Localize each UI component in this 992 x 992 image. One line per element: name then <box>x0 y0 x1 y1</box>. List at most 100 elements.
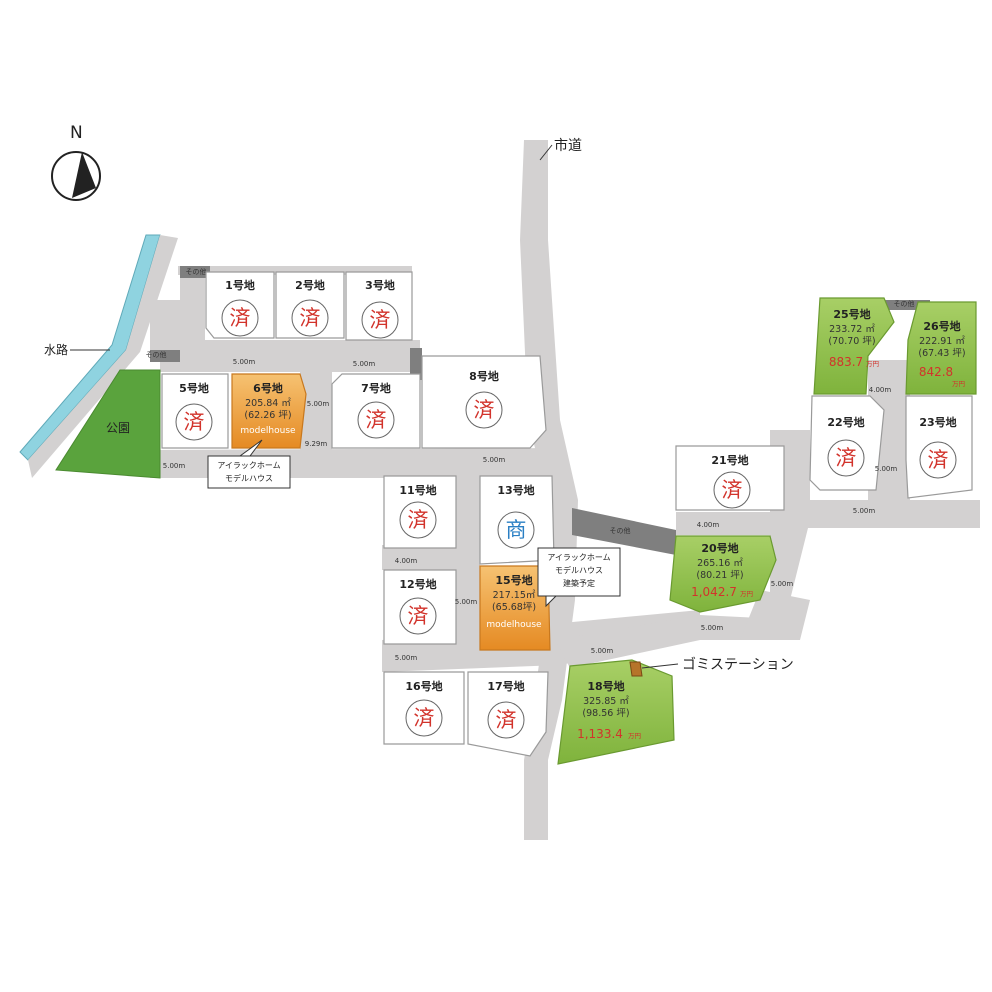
other-strip-2 <box>150 350 180 362</box>
svg-text:7号地: 7号地 <box>361 381 391 395</box>
svg-text:済: 済 <box>496 708 517 732</box>
sold-stamp-icon: 済 <box>827 439 865 477</box>
svg-text:2号地: 2号地 <box>295 278 325 292</box>
lot-26[interactable]: 26号地 222.91 ㎡ (67.43 坪) 842.8 万円 <box>905 301 977 395</box>
business-stamp-icon: 商 <box>497 511 535 549</box>
svg-text:21号地: 21号地 <box>711 453 748 467</box>
road-width-label: 5.00m <box>771 580 794 588</box>
svg-text:3号地: 3号地 <box>365 278 395 292</box>
other-label-3: その他 <box>610 526 631 535</box>
svg-text:アイラックホーム: アイラックホーム <box>217 461 280 470</box>
svg-text:842.8: 842.8 <box>919 365 953 379</box>
svg-text:205.84 ㎡: 205.84 ㎡ <box>245 398 291 409</box>
garbage-station <box>629 661 643 677</box>
sold-stamp-icon: 済 <box>361 301 399 339</box>
svg-text:(98.56 坪): (98.56 坪) <box>582 707 629 719</box>
sold-stamp-icon: 済 <box>175 403 213 441</box>
road-width-label: 5.00m <box>591 647 614 655</box>
svg-text:済: 済 <box>370 308 391 332</box>
road-width-label: 5.00m <box>395 654 418 662</box>
other-label-4: その他 <box>894 299 915 308</box>
modelhouse-label-15: modelhouse <box>486 620 542 630</box>
waterway-bank <box>28 235 178 478</box>
north-compass-icon: N <box>51 123 101 201</box>
road-width-label: 5.00m <box>853 507 876 515</box>
lot-6[interactable]: 6号地 205.84 ㎡ (62.26 坪) modelhouse <box>231 373 307 449</box>
svg-text:16号地: 16号地 <box>405 679 442 693</box>
sold-stamp-icon: 済 <box>919 441 957 479</box>
road-width-label: 4.00m <box>697 521 720 529</box>
road-width-label: 4.00m <box>869 386 892 394</box>
svg-text:モデルハウス: モデルハウス <box>225 473 273 483</box>
svg-text:12号地: 12号地 <box>399 577 436 591</box>
svg-text:建築予定: 建築予定 <box>563 578 595 588</box>
svg-text:13号地: 13号地 <box>497 483 534 497</box>
other-strip-1 <box>180 266 210 278</box>
svg-text:済: 済 <box>722 478 743 502</box>
svg-text:済: 済 <box>408 604 429 628</box>
svg-text:1,042.7: 1,042.7 <box>691 585 737 599</box>
other-label-1: その他 <box>186 267 207 276</box>
road-width-label: 5.00m <box>353 360 376 368</box>
park <box>55 369 161 479</box>
lot-25[interactable]: 25号地 233.72 ㎡ (70.70 坪) 883.7 万円 <box>813 297 895 395</box>
svg-text:23号地: 23号地 <box>919 415 956 429</box>
svg-text:(70.70 坪): (70.70 坪) <box>828 335 875 347</box>
lot-15[interactable]: 15号地 217.15㎡ (65.68坪) modelhouse <box>479 565 551 651</box>
svg-text:済: 済 <box>300 306 321 330</box>
callout-modelhouse-6: アイラックホーム モデルハウス <box>207 439 291 489</box>
svg-text:(80.21 坪): (80.21 坪) <box>696 569 743 581</box>
sold-stamp-icon: 済 <box>291 299 329 337</box>
svg-text:万円: 万円 <box>952 380 965 388</box>
svg-text:済: 済 <box>408 508 429 532</box>
svg-text:(65.68坪): (65.68坪) <box>492 601 536 613</box>
svg-text:22号地: 22号地 <box>827 415 864 429</box>
park-label: 公園 <box>106 421 130 435</box>
svg-text:883.7: 883.7 <box>829 355 863 369</box>
road-width-label: 5.00m <box>233 358 256 366</box>
lot-18[interactable]: 18号地 325.85 ㎡ (98.56 坪) 1,133.4 万円 <box>557 659 675 765</box>
svg-text:20号地: 20号地 <box>701 541 738 555</box>
svg-text:済: 済 <box>928 448 949 472</box>
svg-text:アイラックホーム: アイラックホーム <box>547 553 610 562</box>
sold-stamp-icon: 済 <box>399 501 437 539</box>
svg-text:5号地: 5号地 <box>179 381 209 395</box>
sold-stamp-icon: 済 <box>465 391 503 429</box>
svg-text:18号地: 18号地 <box>587 679 624 693</box>
road-width-label: 5.00m <box>307 400 330 408</box>
city-road-leader <box>539 144 553 161</box>
svg-text:万円: 万円 <box>866 360 879 368</box>
svg-text:(62.26 坪): (62.26 坪) <box>244 409 291 421</box>
svg-text:(67.43 坪): (67.43 坪) <box>918 347 965 359</box>
svg-text:26号地: 26号地 <box>923 319 960 333</box>
modelhouse-label-6: modelhouse <box>240 426 296 436</box>
callout-modelhouse-15: アイラックホーム モデルハウス 建築予定 <box>537 547 621 608</box>
svg-text:265.16 ㎡: 265.16 ㎡ <box>697 558 743 569</box>
sold-stamp-icon: 済 <box>221 299 259 337</box>
garbage-station-label: ゴミステーション <box>682 656 794 673</box>
sold-stamp-icon: 済 <box>357 401 395 439</box>
svg-text:17号地: 17号地 <box>487 679 524 693</box>
road-width-label: 9.29m <box>305 440 328 448</box>
road-width-label: 5.00m <box>483 456 506 464</box>
road-width-label: 5.00m <box>163 462 186 470</box>
sold-stamp-icon: 済 <box>487 701 525 739</box>
road-width-label: 4.00m <box>395 557 418 565</box>
other-label-2: その他 <box>146 350 167 359</box>
svg-text:万円: 万円 <box>740 590 753 598</box>
road-width-label: 5.00m <box>701 624 724 632</box>
svg-text:済: 済 <box>836 446 857 470</box>
svg-text:万円: 万円 <box>628 732 641 740</box>
svg-text:233.72 ㎡: 233.72 ㎡ <box>829 324 875 335</box>
svg-text:325.85 ㎡: 325.85 ㎡ <box>583 696 629 707</box>
svg-text:11号地: 11号地 <box>399 483 436 497</box>
svg-text:217.15㎡: 217.15㎡ <box>493 590 536 601</box>
svg-text:済: 済 <box>184 410 205 434</box>
svg-text:済: 済 <box>230 306 251 330</box>
svg-text:済: 済 <box>366 408 387 432</box>
lot-20[interactable]: 20号地 265.16 ㎡ (80.21 坪) 1,042.7 万円 <box>669 535 777 613</box>
svg-text:済: 済 <box>474 398 495 422</box>
svg-text:商: 商 <box>506 518 527 542</box>
